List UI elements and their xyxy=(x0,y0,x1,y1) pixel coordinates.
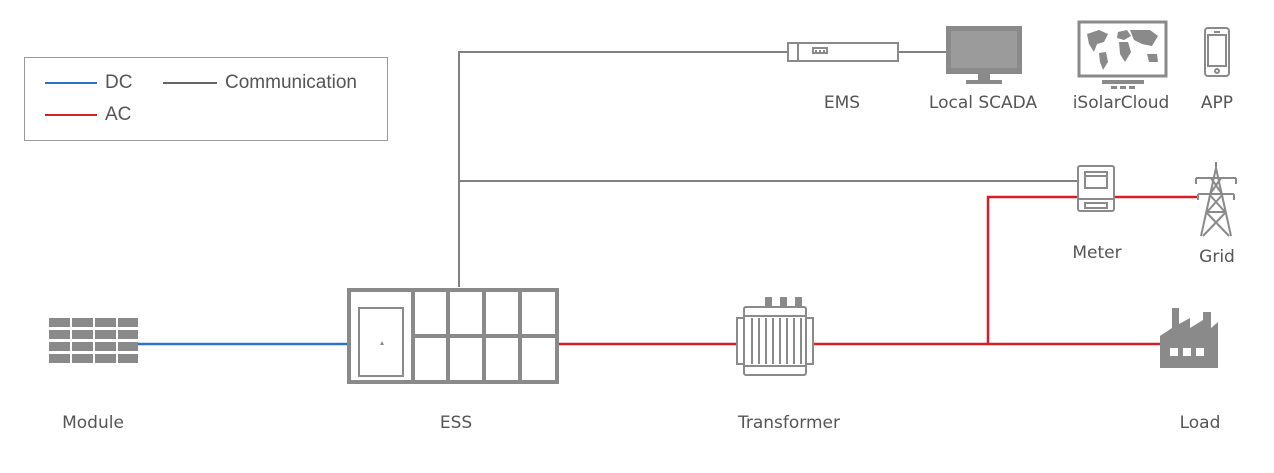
scada-label: Local SCADA xyxy=(928,93,1038,113)
ems-label: EMS xyxy=(823,93,861,113)
transformer-icon xyxy=(736,297,814,376)
comm-line-ess-ems xyxy=(458,51,788,287)
legend: DC Communication AC xyxy=(24,57,388,141)
ac-line-bus-meter xyxy=(986,195,1078,344)
legend-item-communication: Communication xyxy=(163,72,357,94)
legend-swatch-dc xyxy=(45,82,97,84)
communication-lines xyxy=(458,51,1078,287)
legend-item-dc: DC xyxy=(45,72,132,94)
legend-swatch-ac xyxy=(45,114,97,116)
legend-item-ac: AC xyxy=(45,104,131,126)
smartphone-icon xyxy=(1204,27,1230,77)
meter-icon xyxy=(1077,165,1115,212)
grid-label: Grid xyxy=(1199,247,1235,267)
battery-module-icon xyxy=(49,318,138,363)
power-tower-icon xyxy=(1195,162,1237,237)
load-label: Load xyxy=(1179,413,1221,433)
legend-label-communication: Communication xyxy=(225,72,357,93)
legend-label-ac: AC xyxy=(105,104,132,125)
transformer-label: Transformer xyxy=(737,413,841,433)
isolarcloud-label: iSolarCloud xyxy=(1072,93,1170,113)
meter-label: Meter xyxy=(1072,243,1122,263)
ess-label: ESS xyxy=(439,413,473,433)
ac-lines xyxy=(558,195,1198,346)
legend-swatch-communication xyxy=(163,82,217,84)
legend-label-dc: DC xyxy=(105,72,133,93)
monitor-icon xyxy=(946,26,1022,84)
world-map-screen-icon xyxy=(1077,20,1168,89)
app-label: APP xyxy=(1200,93,1234,113)
module-label: Module xyxy=(62,413,124,433)
ems-device-icon xyxy=(787,42,899,62)
ess-cabinet-icon xyxy=(347,288,559,384)
factory-icon xyxy=(1160,308,1218,368)
